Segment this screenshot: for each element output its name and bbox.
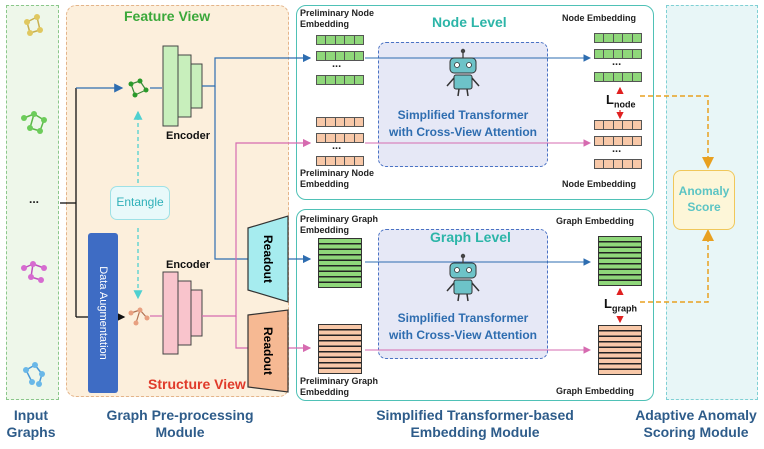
graph-loss-label: Lgraph — [604, 296, 637, 314]
anomaly-line2: Score — [687, 200, 721, 214]
preprocessing-label-line2: Module — [155, 424, 205, 440]
graph-prelim-green-matrix — [318, 238, 362, 288]
graph-transformer-line1: Simplified Transformer — [397, 311, 529, 325]
input-graph-2 — [21, 111, 47, 134]
graph-loss-sub: graph — [611, 303, 637, 314]
preprocessing-label-line1: Graph Pre-processing — [106, 407, 254, 423]
input-label-line2: Graphs — [6, 424, 56, 440]
node-prelim-top-line2: Embedding — [300, 19, 349, 29]
encoder-bottom-label: Encoder — [166, 259, 211, 271]
structure-view-title: Structure View — [148, 376, 246, 392]
data-augmentation-box — [88, 233, 118, 393]
input-ellipsis: ... — [29, 192, 40, 206]
graph-prelim-top-line1: Preliminary Graph — [300, 214, 379, 224]
embedding-module-line1: Simplified Transformer-based — [376, 407, 574, 423]
graph-transformer-label: Simplified Transformer with Cross-View A… — [378, 310, 548, 344]
node-loss-main: L — [606, 92, 614, 107]
node-prelim-orange-ellipsis: ... — [332, 140, 342, 152]
entangle-box — [110, 186, 170, 220]
input-label-line1: Input — [13, 407, 49, 423]
feature-encoder-shape — [162, 45, 203, 127]
input-graphs-panel — [6, 5, 59, 400]
input-graph-4 — [23, 362, 45, 387]
structure-graph — [128, 307, 150, 326]
node-prelim-bottom-line1: Preliminary Node — [300, 168, 375, 178]
node-out-green-vec-1 — [594, 33, 642, 43]
anomaly-score-label: Anomaly Score — [673, 183, 735, 215]
data-augmentation-label: Data Augmentation — [97, 266, 109, 360]
node-prelim-bottom-line2: Embedding — [300, 179, 349, 189]
readout-bottom-shape — [247, 309, 289, 393]
input-graph-1 — [24, 14, 43, 36]
graph-prelim-bottom-label: Preliminary Graph Embedding — [300, 376, 378, 398]
node-transformer-line1: Simplified Transformer — [397, 108, 529, 122]
node-out-green-vec-2 — [594, 49, 642, 59]
anomaly-line1: Anomaly — [678, 184, 730, 198]
scoring-module-label: Adaptive Anomaly Scoring Module — [628, 407, 764, 441]
graph-embedding-bottom-label: Graph Embedding — [556, 386, 635, 396]
graph-out-orange-matrix — [598, 325, 642, 375]
node-prelim-orange-vec-3 — [316, 156, 364, 166]
anomaly-score-box — [673, 170, 735, 230]
node-out-green-ellipsis: ... — [612, 56, 622, 68]
graph-embedding-top-label: Graph Embedding — [556, 216, 635, 226]
readout-top-shape — [247, 215, 289, 303]
node-prelim-top-label: Preliminary Node Embedding — [300, 8, 374, 30]
scoring-label-line1: Adaptive Anomaly — [635, 407, 757, 423]
embedding-module-label: Simplified Transformer-based Embedding M… — [330, 407, 620, 441]
node-prelim-orange-vec-1 — [316, 117, 364, 127]
node-out-orange-vec-2 — [594, 136, 642, 146]
encoder-top-label: Encoder — [166, 130, 211, 142]
feature-graph — [128, 78, 149, 98]
node-embedding-bottom-label: Node Embedding — [562, 179, 636, 189]
input-graphs-label: Input Graphs — [0, 407, 62, 441]
graph-prelim-bottom-line2: Embedding — [300, 387, 349, 397]
node-embedding-top-label: Node Embedding — [562, 13, 636, 23]
graph-prelim-top-label: Preliminary Graph Embedding — [300, 214, 378, 236]
readout-top-label: Readout — [261, 235, 275, 283]
node-prelim-green-vec-3 — [316, 75, 364, 85]
robot-icon-graph — [446, 253, 480, 302]
node-transformer-label: Simplified Transformer with Cross-View A… — [378, 107, 548, 141]
readout-bottom-label: Readout — [261, 327, 275, 375]
graph-transformer-line2: with Cross-View Attention — [388, 328, 537, 342]
structure-encoder-shape — [162, 271, 203, 355]
robot-icon-node — [446, 48, 480, 97]
node-prelim-green-vec-2 — [316, 51, 364, 61]
entangle-label: Entangle — [116, 195, 164, 209]
graph-prelim-top-line2: Embedding — [300, 225, 349, 235]
graph-loss-main: L — [604, 296, 612, 311]
node-out-orange-ellipsis: ... — [612, 143, 622, 155]
node-prelim-green-ellipsis: ... — [332, 58, 342, 70]
graph-out-green-matrix — [598, 236, 642, 286]
node-prelim-bottom-label: Preliminary Node Embedding — [300, 168, 374, 190]
scoring-label-line2: Scoring Module — [643, 424, 749, 440]
node-out-orange-vec-1 — [594, 120, 642, 130]
preprocessing-module-label: Graph Pre-processing Module — [90, 407, 270, 441]
node-prelim-green-vec-1 — [316, 35, 364, 45]
feature-view-title: Feature View — [124, 8, 211, 24]
node-level-title: Node Level — [432, 14, 507, 30]
graph-level-title: Graph Level — [430, 229, 511, 245]
node-out-green-vec-3 — [594, 72, 642, 82]
node-prelim-top-line1: Preliminary Node — [300, 8, 375, 18]
graph-prelim-orange-matrix — [318, 324, 362, 374]
node-loss-label: Lnode — [606, 92, 635, 110]
input-graph-3 — [21, 261, 47, 283]
node-transformer-line2: with Cross-View Attention — [388, 125, 537, 139]
graph-prelim-bottom-line1: Preliminary Graph — [300, 376, 379, 386]
node-loss-sub: node — [613, 99, 636, 110]
embedding-module-line2: Embedding Module — [410, 424, 540, 440]
node-prelim-orange-vec-2 — [316, 133, 364, 143]
node-out-orange-vec-3 — [594, 159, 642, 169]
